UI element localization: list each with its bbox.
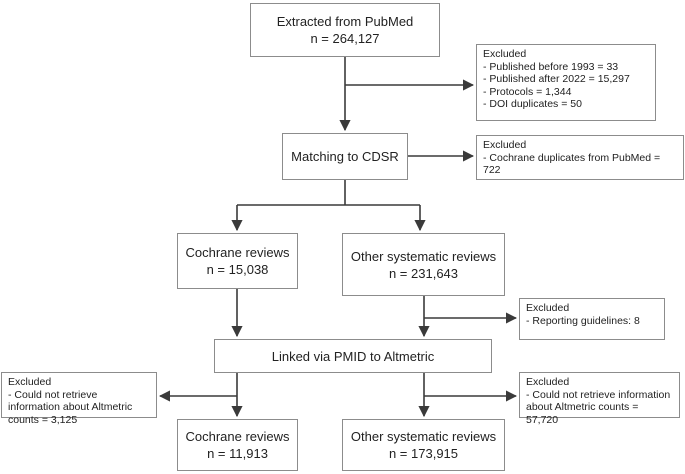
excluded-item: Could not retrieve information about Alt…	[8, 389, 150, 427]
pubmed-title: Extracted from PubMed	[276, 14, 414, 29]
other-final-title: Other systematic reviews	[350, 429, 497, 444]
pubmed-count: n = 264,127	[310, 31, 380, 46]
linked-box: Linked via PMID to Altmetric	[214, 339, 492, 373]
other-final-box: Other systematic reviews n = 173,915	[342, 419, 505, 471]
other-final-count: n = 173,915	[388, 446, 459, 461]
matching-title: Matching to CDSR	[291, 149, 399, 164]
pubmed-box: Extracted from PubMed n = 264,127	[250, 3, 440, 57]
excluded-item: Reporting guidelines: 8	[526, 315, 658, 328]
cochrane-final-count: n = 11,913	[207, 446, 268, 461]
excluded-item: Published after 2022 = 15,297	[483, 73, 649, 86]
excluded-item: Protocols = 1,344	[483, 86, 649, 99]
excluded-box-1: Excluded Published before 1993 = 33 Publ…	[476, 44, 656, 121]
excluded-title: Excluded	[526, 376, 570, 388]
cochrane-final-title: Cochrane reviews	[185, 429, 290, 444]
other-count: n = 231,643	[388, 265, 459, 281]
excluded-title: Excluded	[8, 376, 52, 388]
other-title: Other systematic reviews	[350, 248, 497, 264]
excluded-title: Excluded	[526, 302, 570, 314]
excluded-item: Cochrane duplicates from PubMed = 722	[483, 152, 677, 177]
cochrane-box: Cochrane reviews n = 15,038	[177, 233, 298, 289]
cochrane-final-box: Cochrane reviews n = 11,913	[177, 419, 298, 471]
excluded-box-3: Excluded Reporting guidelines: 8	[519, 298, 665, 340]
cochrane-count: n = 15,038	[206, 262, 269, 277]
excluded-item: Published before 1993 = 33	[483, 61, 649, 74]
cochrane-title: Cochrane reviews	[185, 245, 290, 260]
matching-box: Matching to CDSR	[282, 133, 408, 180]
excluded-item: DOI duplicates = 50	[483, 98, 649, 111]
excluded-title: Excluded	[483, 48, 527, 60]
other-box: Other systematic reviews n = 231,643	[342, 233, 505, 296]
excluded-title: Excluded	[483, 139, 527, 151]
linked-title: Linked via PMID to Altmetric	[271, 348, 435, 364]
excluded-item: Could not retrieve information about Alt…	[526, 389, 673, 427]
excluded-box-4: Excluded Could not retrieve information …	[1, 372, 157, 426]
excluded-box-2: Excluded Cochrane duplicates from PubMed…	[476, 135, 684, 180]
excluded-box-5: Excluded Could not retrieve information …	[519, 372, 680, 426]
